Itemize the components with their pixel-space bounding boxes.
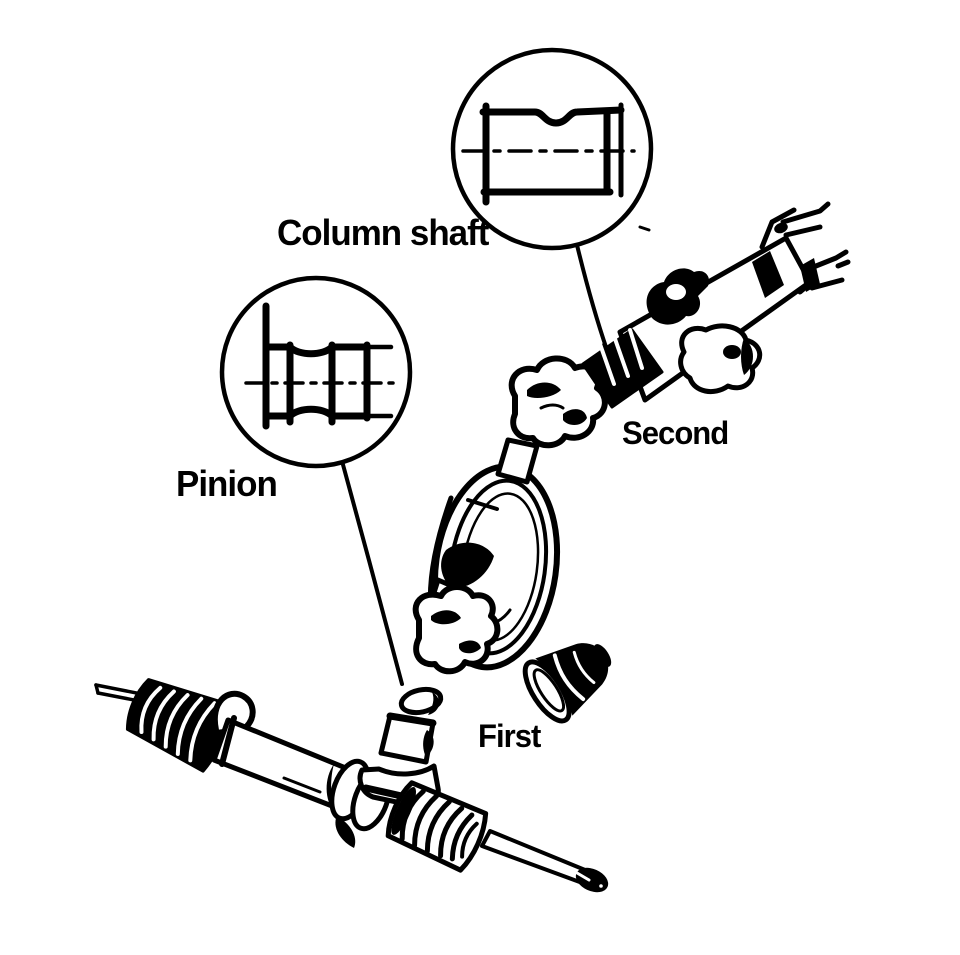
label-second: Second <box>622 415 729 451</box>
column-bracket <box>678 323 763 395</box>
label-first: First <box>478 718 541 754</box>
rack-mount-loop <box>211 690 256 733</box>
inset-circle-column-shaft <box>450 47 654 251</box>
inset-column-shaft <box>450 47 654 251</box>
tie-rod-right <box>480 829 609 893</box>
leader-pinion <box>340 459 404 686</box>
leader-column-shaft <box>575 243 609 352</box>
inset-circle-pinion <box>219 275 413 469</box>
column-tube-band <box>752 251 784 298</box>
column-clamp-collar <box>646 268 710 325</box>
inset-pinion <box>219 275 413 469</box>
dust-boot <box>522 643 612 724</box>
column-fork-lower <box>797 249 851 295</box>
pinion-washer <box>398 686 444 716</box>
u-joint-first <box>412 584 501 675</box>
column-shaft-section-drawing <box>479 102 625 206</box>
u-joint-second <box>508 355 608 449</box>
column-shaft-splined-end <box>581 328 664 409</box>
rack-bellows-right <box>385 780 489 873</box>
rack-bellows-left <box>125 678 233 773</box>
column-fork-upper <box>759 201 831 250</box>
shaft-stub-upper <box>495 437 540 485</box>
label-pinion: Pinion <box>176 463 278 504</box>
label-column-shaft: Column shaft <box>277 212 489 253</box>
scan-speck <box>638 225 651 232</box>
steering-rack-assembly <box>94 678 609 893</box>
steering-column-assembly <box>581 201 851 409</box>
intermediate-shaft-assembly <box>412 355 608 675</box>
